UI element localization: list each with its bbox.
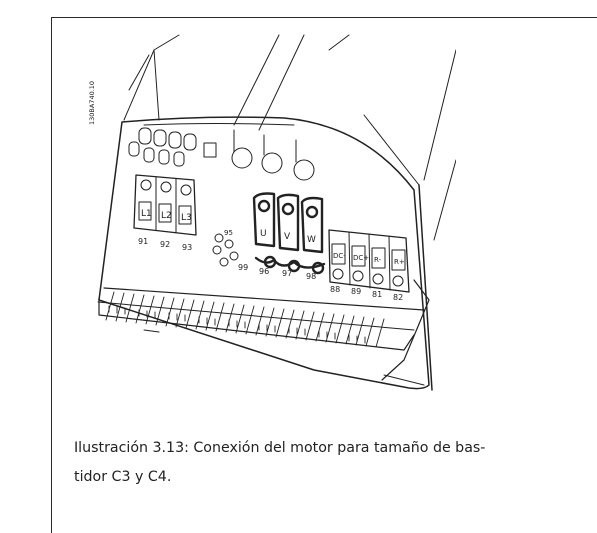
- base-notch: [143, 329, 160, 333]
- terminal-label-w: W: [307, 235, 316, 245]
- terminal-label-dc-plus: DC+: [353, 254, 369, 262]
- motor-terminal-block: [252, 192, 326, 275]
- terminal-number-89: 89: [351, 287, 361, 296]
- cabinet-panel-line-1: [233, 34, 280, 126]
- terminal-number-93: 93: [182, 243, 192, 252]
- front-plate: [98, 116, 430, 390]
- terminal-label-dc-minus: DC-: [333, 252, 346, 260]
- terminal-number-95: 95: [224, 229, 233, 237]
- terminal-number-97: 97: [282, 269, 292, 278]
- terminal-label-r-minus: R-: [374, 256, 382, 264]
- clamp-bar: [98, 297, 415, 351]
- cabinet-right-edge-lower: [433, 159, 456, 241]
- terminal-label-l2: L2: [161, 211, 172, 221]
- cabinet-right-edge: [423, 49, 456, 181]
- terminal-label-l1: L1: [141, 209, 152, 219]
- cabinet-back-line: [153, 49, 160, 121]
- cabinet-left-edge: [123, 34, 180, 121]
- clamp-bar-slots: [108, 305, 366, 344]
- terminal-number-82: 82: [393, 293, 403, 302]
- figure-caption: Ilustración 3.13: Conexión del motor par…: [74, 434, 586, 492]
- clamp-slots: [105, 291, 385, 348]
- cabinet-panel-line-3: [328, 34, 350, 51]
- cabinet-right-front: [418, 184, 433, 391]
- ground-screws: [212, 233, 239, 267]
- plate-inner-top: [143, 123, 295, 126]
- terminal-label-r-plus: R+: [394, 258, 405, 266]
- cabinet-top-edge-right: [363, 114, 420, 186]
- page-frame-top-rule: [51, 17, 597, 18]
- motor-connection-illustration: L1 L2 L3 U V W DC- DC+ R- R+ 95 91 92 93…: [84, 30, 456, 398]
- terminal-label-v: V: [284, 232, 291, 242]
- caption-line-1: Ilustración 3.13: Conexión del motor par…: [74, 440, 486, 456]
- cabinet-left-edge-inner: [128, 54, 150, 91]
- terminal-number-92: 92: [160, 240, 170, 249]
- dc-brake-terminal-block: [328, 229, 410, 293]
- caption-line-2: tidor C3 y C4.: [74, 469, 172, 485]
- rail-top-edge: [103, 287, 425, 311]
- terminal-number-99: 99: [238, 263, 248, 272]
- terminal-number-98: 98: [306, 272, 316, 281]
- terminal-label-l3: L3: [181, 213, 192, 223]
- terminal-label-u: U: [260, 229, 267, 239]
- knockout-holes: [128, 127, 315, 181]
- cabinet-panel-line-2: [258, 34, 305, 131]
- mains-terminal-block: [133, 174, 197, 236]
- terminal-number-88: 88: [330, 285, 340, 294]
- bracket-right: [381, 279, 430, 381]
- terminal-number-96: 96: [259, 267, 269, 276]
- terminal-number-81: 81: [372, 290, 382, 299]
- page-frame-left-rule: [51, 17, 52, 533]
- terminal-number-91: 91: [138, 237, 148, 246]
- base-edge: [383, 374, 425, 386]
- motor-connection-drawing: L1 L2 L3 U V W DC- DC+ R- R+ 95 91 92 93…: [97, 34, 456, 391]
